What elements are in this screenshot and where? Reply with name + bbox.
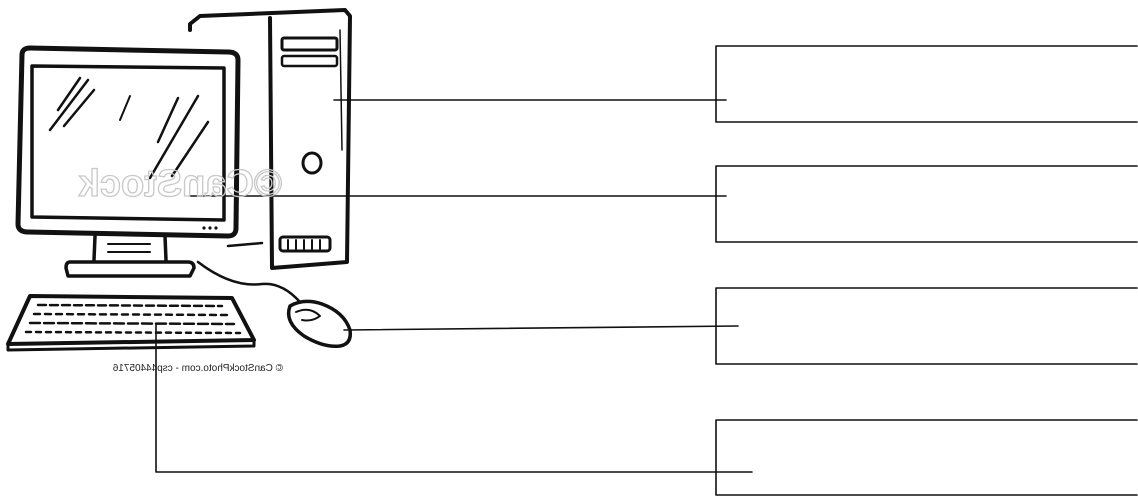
monitor	[15, 45, 241, 278]
svg-text:©CanStock: ©CanStock	[78, 163, 282, 205]
svg-text:© CanStockPhoto.com - csp44405: © CanStockPhoto.com - csp44405716	[112, 363, 283, 374]
system-unit	[188, 8, 352, 270]
label-box-keyboard[interactable]	[715, 419, 1138, 496]
label-box-system-unit[interactable]	[715, 45, 1138, 123]
keyboard	[6, 294, 256, 352]
leader-line-mouse	[343, 325, 739, 331]
label-box-monitor[interactable]	[715, 165, 1138, 243]
leader-line-keyboard	[155, 323, 753, 473]
mouse	[286, 299, 353, 349]
credit-text: © CanStockPhoto.com - csp44405716	[112, 363, 283, 374]
label-box-mouse[interactable]	[715, 287, 1138, 365]
watermark: ©CanStock	[77, 162, 282, 205]
mouse-cable	[196, 260, 302, 304]
